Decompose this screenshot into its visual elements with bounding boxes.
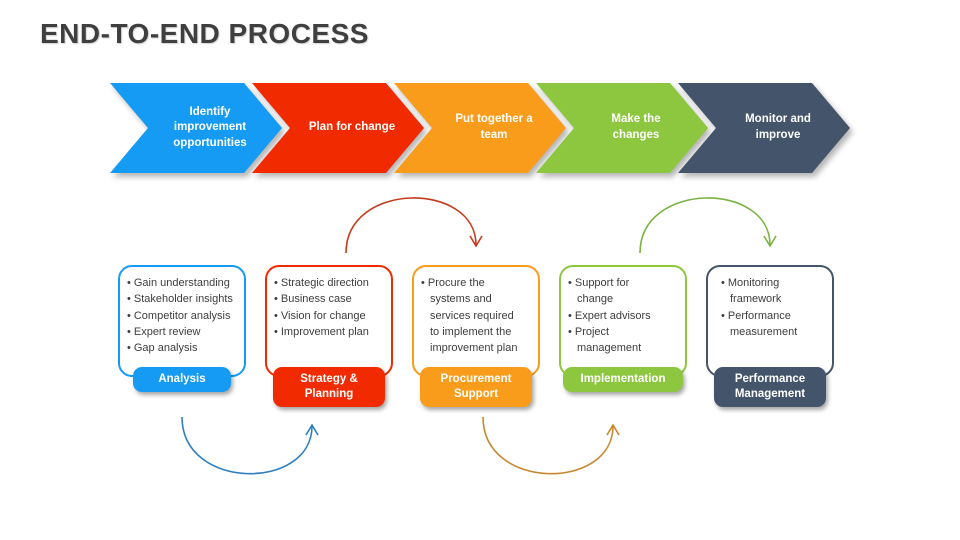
- chevron-label: Plan for change: [308, 121, 396, 134]
- bullet-item: Improvement plan: [274, 324, 387, 340]
- bullet-list: Strategic direction Business case Vision…: [267, 275, 391, 340]
- bullet-item: Support for change: [568, 275, 661, 308]
- bullet-item: Performance measurement: [721, 308, 808, 341]
- bullet-list: Gain understanding Stakeholder insights …: [120, 275, 244, 356]
- chevron-label: Make the changes: [611, 113, 661, 141]
- curved-arrow-procurement-to-implementation-icon: [482, 416, 620, 475]
- bullet-item: Project management: [568, 324, 661, 357]
- bullet-item: Expert advisors: [568, 308, 661, 324]
- bullet-list: Monitoring framework Performance measure…: [708, 275, 832, 340]
- bullet-item: Gap analysis: [127, 340, 240, 356]
- chevron-label: Identify improvement opportunities: [173, 105, 247, 149]
- chevron-make-changes: Make the changes: [536, 83, 708, 173]
- step-tag-strategy-planning: Strategy & Planning: [273, 367, 385, 407]
- curved-arrow-implementation-to-performance-icon: [639, 197, 777, 254]
- bullet-list: Support for change Expert advisors Proje…: [561, 275, 685, 356]
- chevron-monitor-improve: Monitor and improve: [678, 83, 850, 173]
- curved-arrow-strategy-to-procurement-icon: [345, 197, 483, 254]
- chevron-put-together-team: Put together a team: [394, 83, 566, 173]
- step-box-performance-management: Monitoring framework Performance measure…: [706, 265, 834, 407]
- bullet-item: Vision for change: [274, 308, 387, 324]
- chevron-shape: Monitor and improve: [678, 83, 850, 173]
- step-box-implementation: Support for change Expert advisors Proje…: [559, 265, 687, 392]
- step-tag-procurement-support: Procurement Support: [420, 367, 532, 407]
- step-box-analysis: Gain understanding Stakeholder insights …: [118, 265, 246, 392]
- page-title: END-TO-END PROCESS: [40, 18, 369, 49]
- bullet-item: Expert review: [127, 324, 240, 340]
- chevron-label: Put together a team: [455, 113, 533, 141]
- curved-arrow-analysis-to-strategy-icon: [181, 416, 319, 475]
- bullet-item: Competitor analysis: [127, 308, 240, 324]
- bullet-item: Monitoring framework: [721, 275, 808, 308]
- step-tag-performance-management: Performance Management: [714, 367, 826, 407]
- bullet-item: Gain understanding: [127, 275, 240, 291]
- step-tag-analysis: Analysis: [133, 367, 231, 392]
- step-tag-implementation: Implementation: [563, 367, 683, 392]
- step-box-procurement-support: Procure the systems and services require…: [412, 265, 540, 407]
- chevron-plan-for-change: Plan for change: [252, 83, 424, 173]
- chevron-label: Monitor and improve: [745, 113, 811, 141]
- bullet-item: Stakeholder insights: [127, 291, 240, 307]
- bullet-list: Procure the systems and services require…: [414, 275, 538, 356]
- chevron-identify-opportunities: Identify improvement opportunities: [110, 83, 282, 173]
- bullet-item: Procure the systems and services require…: [421, 275, 524, 356]
- process-chevron-row: Identify improvement opportunities Plan …: [110, 83, 850, 173]
- step-box-strategy-planning: Strategic direction Business case Vision…: [265, 265, 393, 407]
- bullet-item: Strategic direction: [274, 275, 387, 291]
- bullet-item: Business case: [274, 291, 387, 307]
